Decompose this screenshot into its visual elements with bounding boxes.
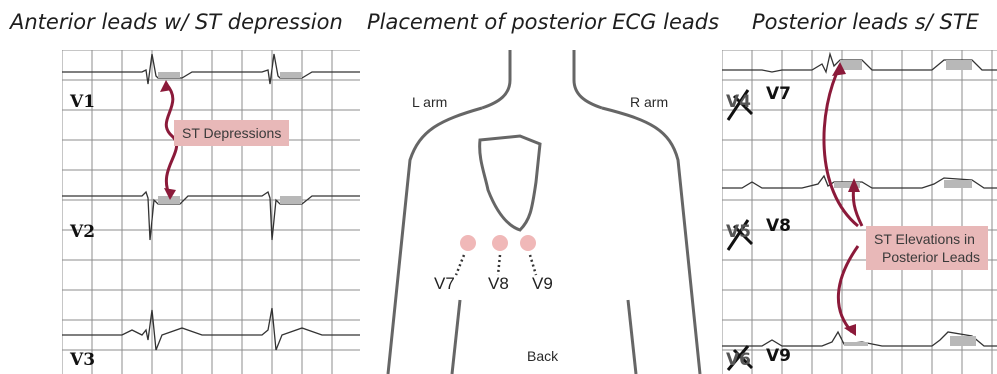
electrode-v7-lead — [456, 255, 464, 275]
electrode-label-v9: V9 — [532, 274, 553, 294]
v2-st-segment-2 — [280, 196, 302, 204]
right-heading: Posterior leads s/ STE — [752, 10, 979, 34]
lead-label-v1: V1 — [70, 92, 95, 112]
left-inner-arm — [452, 300, 460, 374]
v7-st-segment-2 — [946, 60, 972, 70]
left-arm-label: L arm — [412, 94, 447, 110]
crossed-lead-label-v4: V4 — [726, 92, 751, 112]
st-depression-arrowhead-top — [160, 80, 172, 92]
v9-st-segment — [844, 342, 868, 346]
v9-st-segment-2 — [950, 336, 976, 346]
anterior-ecg-panel: V1 V2 V3 ST Depressions — [62, 50, 360, 374]
v3-trace — [62, 308, 360, 350]
middle-heading: Placement of posterior ECG leads — [367, 10, 719, 34]
lead-label-v3: V3 — [70, 350, 95, 370]
anterior-ecg-grid — [62, 50, 360, 374]
posterior-ecg-panel: V4 V7 V5 V8 V6 V9 ST Elevations in Poste… — [722, 50, 997, 374]
right-inner-arm — [628, 300, 636, 374]
back-label: Back — [527, 348, 558, 364]
lead-label-v7: V7 — [766, 84, 791, 104]
lead-label-v9: V9 — [766, 346, 791, 366]
posterior-ecg-grid — [722, 50, 997, 374]
neck-right — [574, 50, 602, 108]
electrode-v9-lead — [530, 255, 536, 275]
v2-trace — [62, 192, 360, 240]
electrode-label-v8: V8 — [488, 274, 509, 294]
v1-st-segment-2 — [280, 72, 302, 78]
electrode-v9 — [520, 235, 536, 251]
electrode-v8 — [492, 235, 508, 251]
st-elevation-callout-line1: ST Elevations in — [874, 230, 980, 248]
posterior-placement-panel: L arm R arm V7 V8 V9 Back — [360, 50, 720, 374]
st-elevation-callout: ST Elevations in Posterior Leads — [866, 226, 988, 270]
crossed-lead-label-v5: V5 — [726, 222, 751, 242]
v7-st-segment — [840, 60, 862, 70]
v1-st-segment — [158, 72, 180, 78]
lead-label-v2: V2 — [70, 222, 95, 242]
left-heading: Anterior leads w/ ST depression — [10, 10, 343, 34]
electrode-v7 — [460, 235, 476, 251]
crossed-lead-label-v6: V6 — [726, 350, 751, 370]
right-arm-label: R arm — [630, 94, 668, 110]
neck-left — [482, 50, 510, 108]
st-depression-callout: ST Depressions — [174, 120, 289, 146]
st-elevation-arrow-down — [838, 246, 858, 332]
v8-st-segment-2 — [944, 180, 972, 188]
electrode-v8-lead — [498, 255, 500, 275]
right-shoulder — [602, 108, 700, 374]
scapula-outline — [480, 136, 540, 230]
electrode-label-v7: V7 — [434, 274, 455, 294]
lead-label-v8: V8 — [766, 216, 791, 236]
st-elevation-callout-line2: Posterior Leads — [874, 248, 980, 266]
